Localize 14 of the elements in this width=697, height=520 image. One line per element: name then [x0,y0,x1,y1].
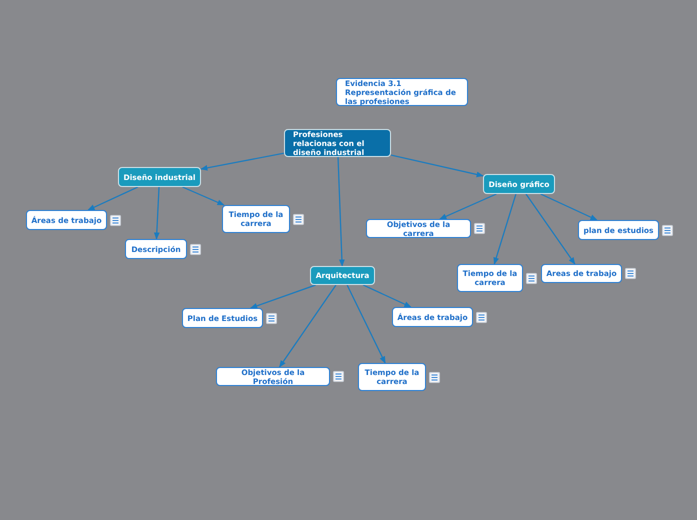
arrow [390,154,484,178]
arrow [439,193,497,220]
arrow [337,156,345,267]
arrow [279,284,336,368]
arrow [526,194,576,265]
arrow [346,284,386,364]
arrow [362,284,412,308]
arrow [200,152,284,171]
arrow [493,194,516,265]
arrow [250,284,316,309]
arrow [154,186,160,240]
arrow [87,186,138,211]
arrow [182,186,224,206]
arrow [540,193,598,221]
